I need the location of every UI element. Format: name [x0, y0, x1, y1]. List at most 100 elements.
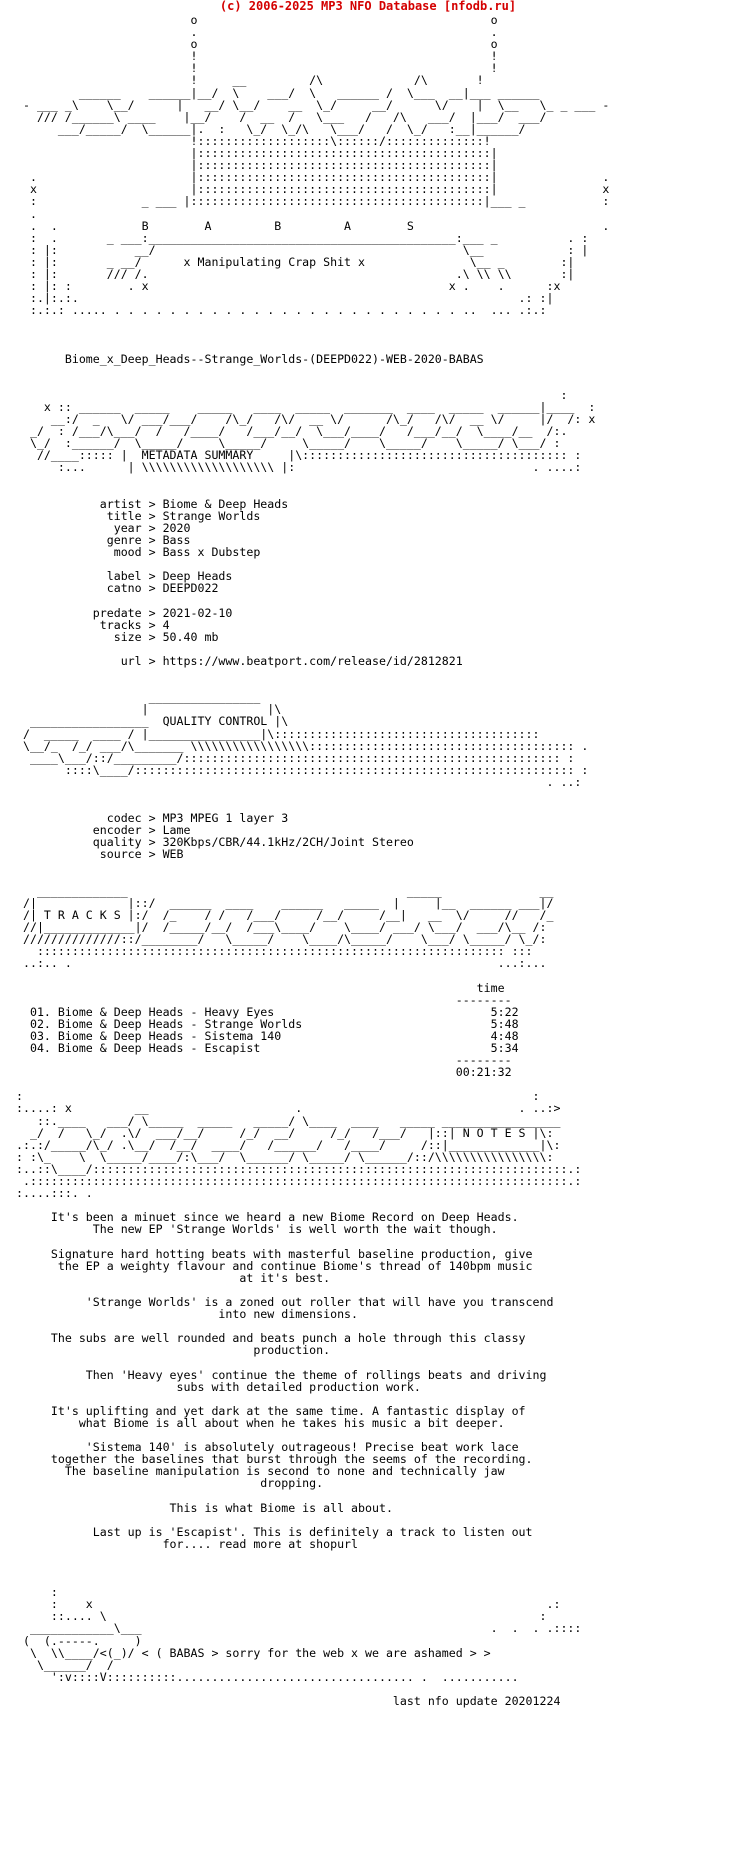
nfo-line: : x .:	[16, 1597, 561, 1612]
nfo-line: : |: : . x x . . :x	[16, 279, 561, 294]
nfo-line: ____________\___ . . . .::::	[16, 1621, 582, 1636]
nfo-line: :....: x __ . . ..:>	[16, 1101, 561, 1116]
nfo-line: genre > Bass	[16, 533, 191, 548]
nfo-line: codec > MP3 MPEG 1 layer 3	[16, 811, 289, 826]
site-header: (c) 2006-2025 MP3 NFO Database [nfodb.ru…	[219, 0, 517, 13]
nfo-line: year > 2020	[16, 520, 191, 535]
nfo-line: into new dimensions.	[16, 1307, 359, 1322]
nfo-line: | |\	[16, 702, 282, 717]
nfo-line: .:::::::::::::::::::::::::::::::::::::::…	[16, 1174, 582, 1188]
nfo-line: : :\_ \ \_____/____/:\___/ \______/ \___…	[16, 1149, 554, 1164]
nfo-line: This is what Biome is all about.	[16, 1500, 393, 1515]
nfo-line: _________________ QUALITY CONTROL |\	[16, 714, 289, 729]
nfo-line: /| |::/ ______ ____ ______ _____ | |__ _…	[16, 895, 554, 910]
nfo-line: ! !	[16, 49, 498, 64]
nfo-line: --------	[16, 992, 512, 1007]
nfo-line: ________________	[16, 690, 261, 705]
nfo-line: Signature hard hotting beats with master…	[16, 1246, 533, 1261]
nfo-line: . . B A B A S .	[16, 218, 610, 233]
nfo-line: 04. Biome & Deep Heads - Escapist 5:34	[16, 1040, 519, 1055]
nfo-line: |:::::::::::::::::::::::::::::::::::::::…	[16, 146, 498, 161]
nfo-line: !:::::::::::::::::::\::::::/::::::::::::…	[16, 133, 491, 148]
nfo-line: url > https://www.beatport.com/release/i…	[16, 653, 463, 668]
nfo-text: o o . . o o	[16, 14, 609, 1707]
nfo-line: //|_____________|/ /_____/__/ /___\____/…	[16, 920, 547, 935]
nfo-line: ..:.. . ...:...	[16, 956, 547, 971]
nfo-line: .:.:/_____/\_/ .\__/ /__/ ____/ /______/…	[16, 1137, 561, 1152]
nfo-line: :.|:.:. .: :|	[16, 291, 554, 306]
nfo-line: :... | \\\\\\\\\\\\\\\\\\\ |: . ....:	[16, 460, 582, 475]
nfo-line: label > Deep Heads	[16, 569, 233, 584]
nfo-line: _____________ _____ __	[16, 883, 554, 898]
nfo-line: :.:.: ..... . . . . . . . . . . . . . . …	[16, 303, 547, 318]
nfo-line: 02. Biome & Deep Heads - Strange Worlds …	[16, 1016, 519, 1031]
nfo-line: the EP a weighty flavour and continue Bi…	[16, 1258, 533, 1273]
nfo-line: for.... read more at shopurl	[16, 1536, 359, 1551]
nfo-line: :	[16, 387, 568, 402]
nfo-line: //____::::: | METADATA SUMMARY |\:::::::…	[16, 448, 582, 463]
nfo-line: : |: _ __/ x Manipulating Crap Shit x \_…	[16, 254, 575, 269]
nfo-line: x :: ______ _____ _____ ____ _____ _____…	[16, 400, 596, 414]
nfo-line: last nfo update 20201224	[16, 1694, 561, 1709]
nfo-line: encoder > Lame	[16, 823, 191, 838]
nfo-line: together the baselines that burst throug…	[16, 1452, 533, 1467]
nfo-line: :....:::. .	[16, 1186, 93, 1201]
nfo-line: quality > 320Kbps/CBR/44.1kHz/2CH/Joint …	[16, 835, 414, 850]
nfo-line: 'Strange Worlds' is a zoned out roller t…	[16, 1294, 554, 1309]
nfo-line: ______ ______|__/ \ ___/ \ ______ / \___…	[16, 85, 540, 100]
nfo-line: 03. Biome & Deep Heads - Sistema 140 4:4…	[16, 1028, 519, 1043]
nfo-line: o o	[16, 13, 498, 27]
nfo-line: what Biome is all about when he takes hi…	[16, 1415, 505, 1430]
nfo-line: artist > Biome & Deep Heads	[16, 496, 289, 511]
nfo-line: mood > Bass x Dubstep	[16, 545, 261, 560]
nfo-line: : :	[16, 1089, 540, 1104]
nfo-line: Biome_x_Deep_Heads--Strange_Worlds-(DEEP…	[16, 351, 484, 366]
nfo-line: \ \\____/<(_)/ < ( BABAS > sorry for the…	[16, 1645, 491, 1660]
nfo-line: Then 'Heavy eyes' continue the theme of …	[16, 1367, 547, 1382]
nfo-line: at it's best.	[16, 1270, 331, 1285]
nfo-line: The new EP 'Strange Worlds' is well wort…	[16, 1222, 498, 1237]
nfo-line: \______/ /	[16, 1657, 114, 1672]
nfo-line: ::::\____/::::::::::::::::::::::::::::::…	[16, 762, 589, 777]
nfo-line: .	[16, 206, 37, 221]
nfo-line: . |:::::::::::::::::::::::::::::::::::::…	[16, 170, 610, 185]
nfo-line: It's uplifting and yet dark at the same …	[16, 1403, 526, 1418]
nfo-line: : |: /// /. .\ \\ \\ :|	[16, 266, 575, 281]
nfo-line: Last up is 'Escapist'. This is definitel…	[16, 1524, 533, 1539]
nfo-line: : |: __/ \__ : |	[16, 242, 589, 257]
nfo-line: ! __ /\ /\ !	[16, 73, 484, 88]
nfo-line: tracks > 4	[16, 617, 170, 632]
nfo-line: The baseline manipulation is second to n…	[16, 1464, 505, 1479]
nfo-line: x |:::::::::::::::::::::::::::::::::::::…	[16, 182, 610, 197]
nfo-line: :..::\____/:::::::::::::::::::::::::::::…	[16, 1161, 582, 1176]
nfo-line: \_/ :______/ \_____/ \_____/ \_____/ \__…	[16, 436, 561, 451]
nfo-line: : . _ ___:______________________________…	[16, 230, 589, 245]
nfo-line: /// /______\ ____ |__/ / __ / \___ / /\ …	[16, 109, 547, 124]
nfo-line: size > 50.40 mb	[16, 629, 219, 644]
nfo-line: . ..:	[16, 774, 582, 789]
nfo-line: \__/_ /_/ ___/\_______ \\\\\\\\\\\\\\\\\…	[16, 738, 589, 753]
nfo-line: ! !	[16, 61, 498, 76]
nfo-line: ( (.-----. )	[16, 1633, 142, 1648]
nfo-line: o o	[16, 37, 498, 52]
nfo-line: dropping.	[16, 1476, 324, 1491]
nfo-line: title > Strange Worlds	[16, 508, 261, 523]
nfo-line: source > WEB	[16, 847, 184, 862]
nfo-line: ::::::::::::::::::::::::::::::::::::::::…	[16, 944, 533, 959]
nfo-line: catno > DEEPD022	[16, 581, 219, 596]
nfo-line: _/ : /___/\___/ / /____/ /___/__/ \___/_…	[16, 424, 568, 439]
nfo-line: subs with detailed production work.	[16, 1379, 421, 1394]
nfo-line: |:::::::::::::::::::::::::::::::::::::::…	[16, 158, 498, 173]
nfo-line: / _____ ____ / |________________|\::::::…	[16, 726, 540, 741]
nfo-line: /| T R A C K S |:/ /_ / / /___/ /__/ /__…	[16, 907, 554, 922]
nfo-line: 'Sistema 140' is absolutely outrageous! …	[16, 1440, 519, 1455]
nfo-line: : _ ___ |:::::::::::::::::::::::::::::::…	[16, 194, 610, 209]
nfo-line: ___/_____/ \______|. : \_/ \_/\ \___/ / …	[16, 121, 526, 136]
nfo-line: //////////////::/________/ \_____/ \____…	[16, 932, 547, 947]
nfo-line: production.	[16, 1343, 331, 1358]
nfo-line: _/ / \_/ .\/ ___/__/ /_/ __/ /_/ /___/ |…	[16, 1125, 554, 1140]
nfo-line: ::.____ ___/ \_____ _____ _____/ \____ _…	[16, 1113, 561, 1128]
nfo-line: 00:21:32	[16, 1065, 512, 1080]
nfo-line: time	[16, 980, 505, 995]
nfo-line: 01. Biome & Deep Heads - Heavy Eyes 5:22	[16, 1004, 519, 1019]
